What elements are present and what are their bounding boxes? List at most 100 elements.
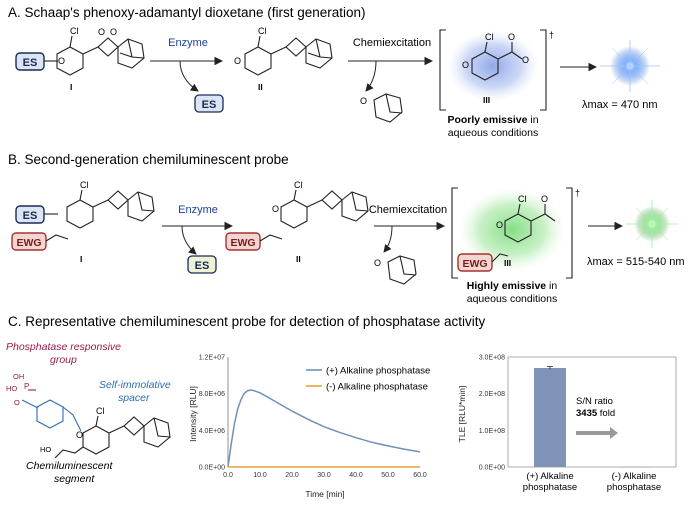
chemiex-label-a: Chemiexcitation [353, 37, 431, 49]
line-chart-x-tick: 30.0 [317, 472, 331, 479]
es-badge-a: ES [16, 53, 44, 70]
compound-I-structure-b [44, 190, 154, 241]
ewg-label-b3: EWG [462, 258, 487, 270]
compound-II-label-b: II [296, 254, 301, 264]
section-b-title: B. Second-generation chemiluminescent pr… [8, 152, 289, 167]
emission-star-a [600, 40, 660, 92]
phenolate-o-a3: O [462, 60, 469, 70]
sn-ratio-value: 3435 fold [576, 408, 615, 419]
lambda-max-a: λmax = 470 nm [582, 99, 658, 111]
phenolate-o-a: O [234, 56, 241, 66]
line-series-positive [228, 390, 420, 467]
dagger-a: † [549, 30, 554, 40]
line-chart-x-tick: 0.0 [223, 472, 233, 479]
line-chart-y-tick: 8.0E+06 [199, 391, 225, 398]
ether-o-c: O [76, 430, 83, 440]
ewg-label-b2: EWG [230, 237, 255, 249]
bracket-right-b [566, 188, 572, 278]
line-chart-x-tick: 50.0 [381, 472, 395, 479]
sn-ratio-label: S/N ratio [576, 396, 613, 407]
es-released-label-b: ES [195, 260, 210, 272]
conditions-text-a: aqueous conditions [448, 127, 539, 139]
es-badge-b: ES [16, 206, 44, 223]
sn-ratio-arrow [576, 427, 618, 439]
legend-label-negative: (-) Alkaline phosphatase [326, 382, 428, 393]
phosphatase-group-label-1: Phosphatase responsive [6, 341, 121, 353]
es-released-badge-a: ES [195, 95, 223, 112]
emission-star-b [626, 200, 678, 248]
es-released-badge-b: ES [188, 256, 216, 273]
chemiluminescent-segment-structure [55, 416, 170, 458]
spacer-structure [22, 400, 81, 431]
es-label-a: ES [23, 57, 38, 69]
bar-category-label: (+) Alkaline [526, 471, 573, 482]
phosphate-ho: HO [6, 384, 17, 393]
ketone-o-a: O [360, 96, 367, 106]
emissive-text-a: Poorly emissive in [447, 114, 538, 126]
phosphate-o: O [14, 398, 20, 407]
legend-label-positive: (+) Alkaline phosphatase [326, 366, 430, 377]
bar-0 [534, 368, 566, 467]
adamantanone-release-arrow-b [384, 226, 392, 252]
enzyme-label-a: Enzyme [168, 37, 208, 49]
line-chart-y-tick: 0.0E+00 [199, 465, 225, 472]
compound-II-structure-a [245, 36, 332, 75]
segment-label-1: Chemiluminescent [26, 460, 113, 472]
ester-o2-a: O [522, 55, 529, 65]
chemiex-label-b: Chemiexcitation [369, 204, 447, 216]
phenolate-o-b: O [272, 204, 279, 214]
es-released-label-a: ES [202, 99, 217, 111]
conditions-text-b: aqueous conditions [467, 293, 558, 305]
compound-I-label-a: I [70, 82, 72, 92]
phosphate-group: OH P HO O [6, 372, 36, 407]
cl-label-b3: Cl [518, 194, 527, 204]
cl-label-c: Cl [96, 406, 105, 416]
compound-I-label-b: I [80, 254, 82, 264]
ewg-badge-b2: EWG [226, 233, 260, 250]
dioxetane-o1-a: O [98, 27, 105, 37]
bracket-left-b [452, 188, 458, 278]
ketone-o-b: O [374, 258, 381, 268]
dagger-b: † [575, 188, 580, 198]
compound-III-label-a: III [483, 95, 490, 105]
adamantanone-release-arrow-a [366, 61, 376, 91]
line-chart-x-tick: 40.0 [349, 472, 363, 479]
adamantanone-a [374, 94, 402, 122]
line-chart-xlabel: Time [min] [305, 489, 344, 499]
line-chart-ylabel: Intensity [RLU] [188, 386, 198, 442]
lambda-max-b: λmax = 515-540 nm [587, 256, 685, 268]
es-label-b: ES [23, 210, 38, 222]
bar-category-label: phosphatase [523, 482, 577, 493]
spacer-label-1: Self-immolative [99, 379, 171, 391]
intensity-line-chart: Intensity [RLU] Time [min] 0.0 10.0 20.0 30… [188, 355, 430, 500]
compound-II-label-a: II [258, 82, 263, 92]
section-c-title: C. Representative chemiluminescent probe… [8, 314, 486, 329]
line-chart-x-tick: 60.0 [413, 472, 427, 479]
cl-label-b2: Cl [294, 180, 303, 190]
section-a-title: A. Schaap's phenoxy-adamantyl dioxetane … [8, 5, 366, 20]
emissive-text-b: Highly emissive in [467, 280, 558, 292]
spacer-label-2: spacer [118, 392, 150, 404]
line-chart-x-tick: 20.0 [285, 472, 299, 479]
line-chart-x-tick: 10.0 [253, 472, 267, 479]
tle-bar-chart: TLE [RLU*min] S/N ratio 3435 fold 0.0E+0… [457, 355, 676, 494]
bar-chart-y-tick: 3.0E+08 [479, 355, 505, 362]
bar-category-label: (-) Alkaline [612, 471, 657, 482]
bar-category-label: phosphatase [607, 482, 661, 493]
cl-label-a: Cl [70, 26, 79, 36]
dioxetane-o2-a: O [110, 27, 117, 37]
phosphatase-group-label-2: group [50, 354, 77, 366]
bracket-right-a [540, 30, 546, 110]
ewg-badge-b: EWG [12, 233, 46, 250]
segment-label-2: segment [54, 473, 95, 485]
adamantanone-b [388, 256, 416, 284]
cl-label-b: Cl [80, 180, 89, 190]
bar-chart-y-tick: 0.0E+00 [479, 465, 505, 472]
phosphate-oh: OH [13, 372, 24, 381]
ester-o-a: O [508, 32, 515, 42]
line-chart-y-tick: 4.0E+06 [199, 428, 225, 435]
phenolate-o-b3: O [496, 220, 503, 230]
compound-II-structure-b [260, 190, 368, 241]
